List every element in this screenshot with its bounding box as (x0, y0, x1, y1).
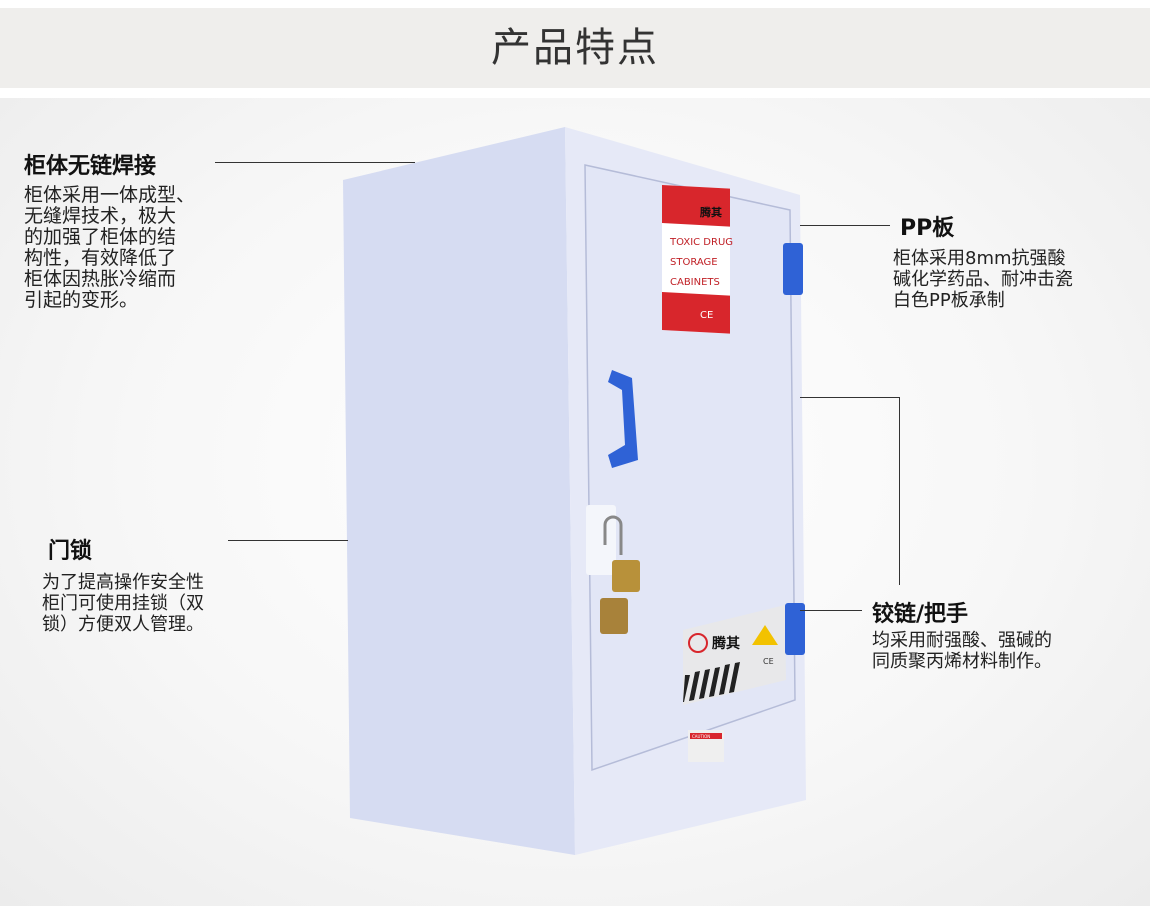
lock-hasp (586, 505, 616, 575)
feature-title-hinge-handle: 铰链/把手 (872, 602, 969, 627)
cabinet-detail (752, 625, 778, 645)
cabinet-side (343, 127, 575, 855)
callout-line (800, 397, 900, 398)
feature-title-lock: 门锁 (48, 539, 93, 564)
padlock-shackle (603, 515, 623, 555)
door-handle (608, 370, 638, 468)
hinge-bottom (785, 603, 805, 655)
bottom-label-ce: CE (763, 657, 774, 666)
hinge-top (783, 243, 803, 295)
cabinet-detail (689, 671, 700, 701)
callout-line (800, 610, 862, 611)
bottom-label-brand: 腾其 (712, 635, 740, 652)
cabinet-detail (683, 662, 740, 702)
page-header: 产品特点 (0, 8, 1150, 88)
padlock (600, 598, 628, 634)
cabinet-detail (688, 633, 708, 653)
feature-title-pp-board: PP板 (900, 216, 955, 241)
cabinet-detail (662, 184, 730, 227)
top-label-line: CABINETS (670, 277, 720, 288)
feature-desc-pp-board: 柜体采用8mm抗强酸 碱化学药品、耐冲击瓷 白色PP板承制 (893, 248, 1073, 311)
padlock (612, 560, 640, 592)
cabinet-detail (719, 664, 730, 695)
top-label-ce: CE (700, 310, 713, 321)
top-label-brand: 腾其 (700, 205, 722, 219)
callout-line (800, 225, 890, 226)
cabinet-detail (709, 667, 720, 697)
feature-desc-lock: 为了提高操作安全性 柜门可使用挂锁（双 锁）方便双人管理。 (42, 572, 204, 635)
caution-text: CAUTION (692, 734, 710, 739)
cabinet-detail (699, 669, 710, 699)
cabinet-detail (729, 662, 740, 693)
cabinet-detail (662, 292, 730, 334)
callout-line (899, 397, 900, 585)
top-label-line: TOXIC DRUG (669, 237, 733, 248)
feature-title-welding: 柜体无链焊接 (24, 154, 157, 179)
top-label-line: STORAGE (670, 257, 718, 268)
callout-line (228, 540, 348, 541)
callout-line (215, 162, 415, 163)
bottom-label (683, 605, 786, 705)
cabinet-detail (690, 733, 722, 739)
feature-desc-welding: 柜体采用一体成型、 无缝焊技术，极大 的加强了柜体的结 构性，有效降低了 柜体因… (24, 184, 196, 311)
cabinet-detail (683, 675, 690, 702)
page-title: 产品特点 (491, 25, 659, 71)
feature-desc-hinge-handle: 均采用耐强酸、强碱的 同质聚丙烯材料制作。 (872, 630, 1052, 672)
